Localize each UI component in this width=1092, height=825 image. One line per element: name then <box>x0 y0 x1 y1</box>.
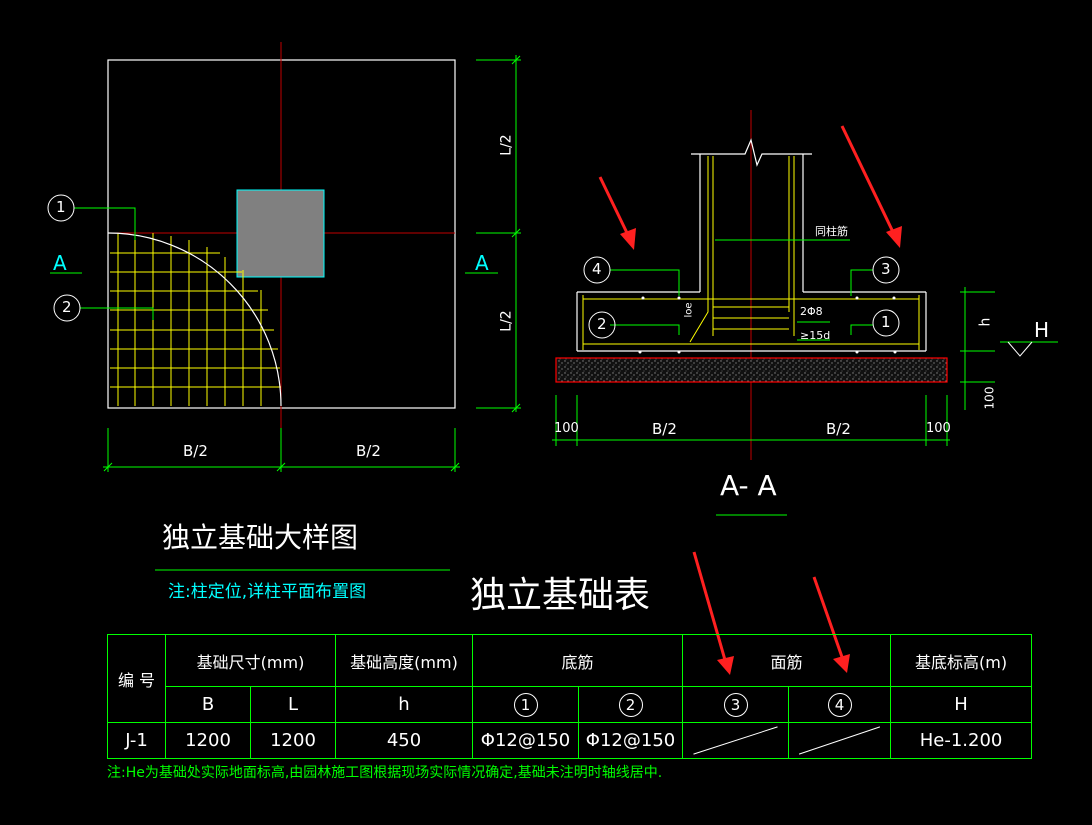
th-bottom-rebar: 底筋 <box>472 634 684 687</box>
hook-label: ≥15d <box>800 329 831 342</box>
cell-r2: Φ12@150 <box>578 722 684 759</box>
marker-3-circle <box>872 256 900 284</box>
th-no: 编 号 <box>107 634 166 723</box>
plan-marker-1: 1 <box>56 198 66 216</box>
plan-dim-l-top: L/2 <box>498 134 515 156</box>
section-marker-1: 1 <box>881 313 891 331</box>
section-mark-left: A <box>53 251 67 275</box>
marker-1-circle <box>47 194 75 222</box>
anchor-label: loe <box>683 302 695 318</box>
section-marker-4: 4 <box>592 260 602 278</box>
section-marker-3: 3 <box>881 260 891 278</box>
plan-marker-2: 2 <box>62 298 72 316</box>
th-rebar-2: 2 <box>578 686 684 723</box>
section-dim-b-left: B/2 <box>652 420 677 438</box>
section-view <box>552 110 1058 516</box>
footnote: 注:He为基础处实际地面标高,由园林施工图根据现场实际情况确定,基础未注明时轴线… <box>107 765 663 781</box>
marker-4-circle <box>583 256 611 284</box>
cell-l: 1200 <box>249 722 337 759</box>
plan-dim-b-right: B/2 <box>356 442 381 460</box>
marker-2-circle <box>53 294 81 322</box>
th-top-rebar: 面筋 <box>682 634 892 687</box>
plan-dim-b-left: B/2 <box>183 442 208 460</box>
section-dim-100-left: 100 <box>554 421 579 436</box>
cell-r3-empty <box>682 722 790 759</box>
detail-note: 注:柱定位,详柱平面布置图 <box>168 582 367 602</box>
section-mark-right: A <box>475 251 489 275</box>
th-rebar-4: 4 <box>788 686 892 723</box>
section-dim-100-bottom: 100 <box>982 386 997 410</box>
marker-2-circle-section <box>588 311 616 339</box>
cell-no: J-1 <box>107 722 166 759</box>
plan-dim-l-bottom: L/2 <box>498 310 515 332</box>
cut-arc <box>107 232 282 407</box>
th-elev-h: H <box>890 686 1033 723</box>
column-rebar-note: 同柱筋 <box>815 225 848 238</box>
table-row: J-1 1200 1200 450 Φ12@150 Φ12@150 He-1.2… <box>107 722 1033 759</box>
cell-b: 1200 <box>165 722 251 759</box>
th-height: 基础高度(mm) <box>335 634 474 687</box>
section-dim-b-right: B/2 <box>826 420 851 438</box>
th-l: L <box>249 686 337 723</box>
th-rebar-1-label: 1 <box>513 692 538 717</box>
cell-r4-empty <box>788 722 892 759</box>
cell-r1: Φ12@150 <box>472 722 580 759</box>
detail-title: 独立基础大样图 <box>162 521 359 554</box>
section-dim-h: h <box>977 317 994 327</box>
th-elevation: 基底标高(m) <box>890 634 1033 687</box>
plan-view <box>47 42 521 472</box>
th-h: h <box>335 686 474 723</box>
th-rebar-2-label: 2 <box>618 692 643 717</box>
th-rebar-3-label: 3 <box>723 692 748 717</box>
blinding-layer <box>555 357 948 383</box>
th-rebar-1: 1 <box>472 686 580 723</box>
column-section <box>236 189 325 278</box>
stirrup-label: 2Φ8 <box>800 305 823 318</box>
section-dim-100-right: 100 <box>926 421 951 436</box>
th-size: 基础尺寸(mm) <box>164 634 337 687</box>
section-title: A- A <box>720 469 777 502</box>
foundation-table: 编 号 基础尺寸(mm) 基础高度(mm) 底筋 面筋 基底标高(m) B L … <box>107 634 1033 759</box>
th-rebar-3: 3 <box>682 686 790 723</box>
elevation-h: H <box>1034 318 1050 342</box>
cell-h: 450 <box>335 722 474 759</box>
cell-elev: He-1.200 <box>890 722 1033 759</box>
th-b: B <box>165 686 251 723</box>
th-rebar-4-label: 4 <box>827 692 852 717</box>
table-title: 独立基础表 <box>470 575 651 616</box>
marker-1-circle-section <box>872 309 900 337</box>
section-marker-2: 2 <box>597 315 607 333</box>
